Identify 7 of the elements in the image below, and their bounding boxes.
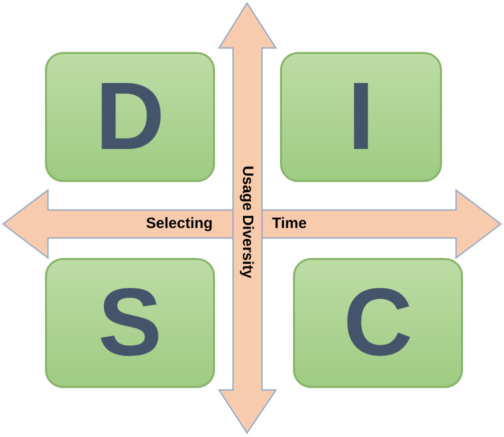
axis-label: Time [272, 214, 307, 234]
letter-box: C [293, 258, 463, 388]
axis-label: Selecting [146, 214, 213, 234]
axis-label: Usage Diversity [238, 166, 257, 278]
letter-box: S [45, 258, 215, 388]
letter-box: D [45, 52, 215, 182]
letter-box: I [280, 52, 442, 182]
